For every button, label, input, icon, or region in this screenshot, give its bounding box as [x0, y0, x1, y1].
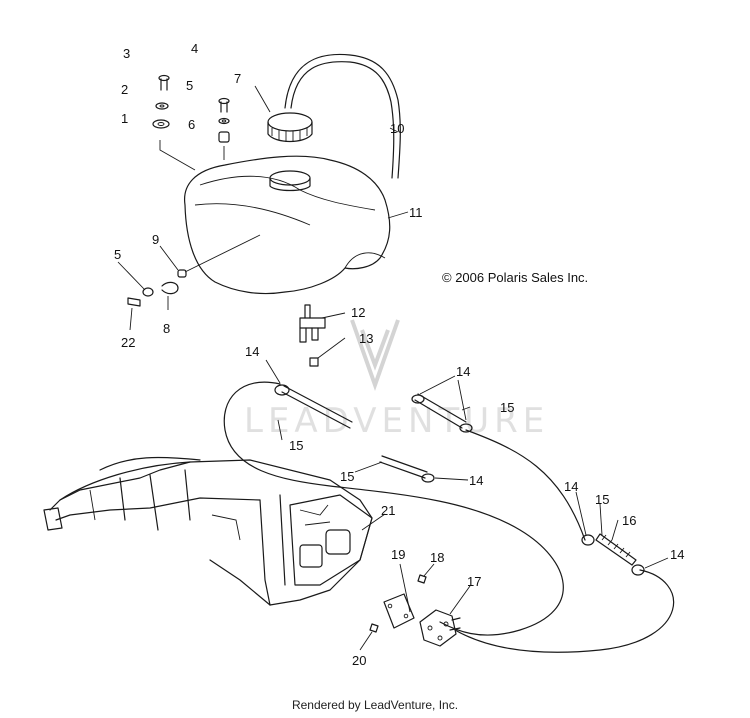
leadventure-watermark: LEADVENTURE — [244, 319, 549, 441]
hardware-left — [152, 74, 170, 129]
fuel-filter — [595, 533, 637, 566]
leader-lines — [117, 85, 669, 651]
callout-14e: 14 — [670, 547, 684, 562]
callout-12: 12 — [351, 305, 365, 320]
callout-6: 6 — [188, 117, 195, 132]
callout-labels: 3 2 1 4 5 6 7 10 11 9 5 8 22 12 13 14 14… — [114, 41, 684, 668]
callout-8: 8 — [163, 321, 170, 336]
callout-9: 9 — [152, 232, 159, 247]
callout-3: 3 — [123, 46, 130, 61]
hardware-right — [218, 97, 230, 143]
callout-2: 2 — [121, 82, 128, 97]
watermark-text: LEADVENTURE — [244, 401, 549, 441]
callout-4: 4 — [191, 41, 198, 56]
callout-22: 22 — [121, 335, 135, 350]
callout-14c: 14 — [469, 473, 483, 488]
callout-7: 7 — [234, 71, 241, 86]
callout-11: 11 — [409, 205, 423, 220]
fuel-lines — [223, 381, 675, 653]
callout-13: 13 — [359, 331, 373, 346]
callout-20: 20 — [352, 653, 366, 668]
callout-5: 5 — [186, 78, 193, 93]
callout-14a: 14 — [245, 344, 259, 359]
callout-1: 1 — [121, 111, 128, 126]
callout-17: 17 — [467, 574, 481, 589]
mount-hardware — [127, 269, 187, 307]
callout-15d: 15 — [595, 492, 609, 507]
callout-5b: 5 — [114, 247, 121, 262]
screw-18 — [417, 574, 427, 584]
screw-20 — [369, 623, 379, 633]
fuel-cap — [267, 112, 313, 143]
callout-10: 10 — [390, 121, 404, 136]
vent-hose — [284, 53, 401, 179]
fuel-tank — [183, 155, 391, 295]
callout-19: 19 — [391, 547, 405, 562]
watermark-emblem — [350, 319, 400, 391]
callout-15c: 15 — [340, 469, 354, 484]
frame-chassis — [43, 456, 373, 606]
callout-14b: 14 — [456, 364, 470, 379]
footer-credit: Rendered by LeadVenture, Inc. — [291, 698, 459, 712]
callout-15b: 15 — [289, 438, 303, 453]
callout-21: 21 — [381, 503, 395, 518]
pump-gasket — [383, 593, 415, 629]
callout-18: 18 — [430, 550, 444, 565]
callout-14d: 14 — [564, 479, 578, 494]
callout-15a: 15 — [500, 400, 514, 415]
fuel-valve — [299, 304, 326, 367]
fuel-pump — [419, 609, 461, 647]
copyright-text: © 2006 Polaris Sales Inc. — [442, 270, 588, 285]
callout-16: 16 — [622, 513, 636, 528]
